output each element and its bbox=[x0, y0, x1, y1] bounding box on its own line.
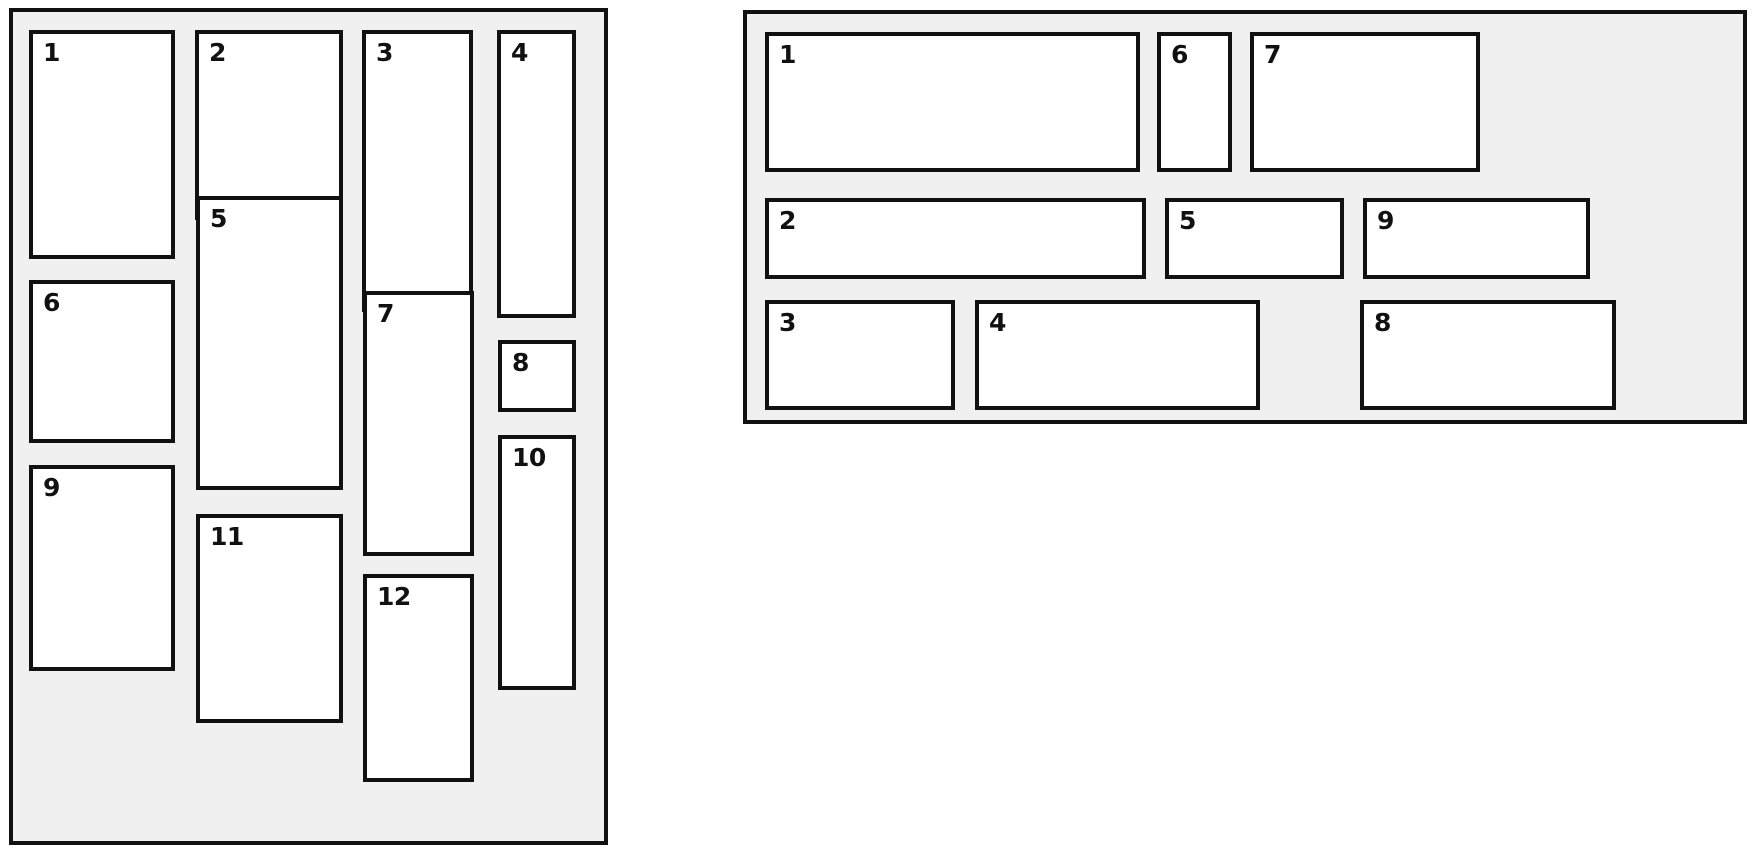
layout-box[interactable]: 3 bbox=[362, 30, 473, 312]
box-number-label: 3 bbox=[779, 308, 796, 337]
layout-box[interactable]: 11 bbox=[196, 514, 343, 723]
box-number-label: 4 bbox=[511, 38, 528, 67]
layout-box[interactable]: 7 bbox=[363, 291, 474, 556]
layout-box[interactable]: 6 bbox=[29, 280, 175, 443]
box-number-label: 9 bbox=[43, 473, 60, 502]
layout-box[interactable]: 3 bbox=[765, 300, 955, 410]
box-number-label: 8 bbox=[512, 348, 529, 377]
layout-box[interactable]: 5 bbox=[196, 196, 343, 490]
box-number-label: 2 bbox=[209, 38, 226, 67]
box-number-label: 3 bbox=[376, 38, 393, 67]
box-number-label: 1 bbox=[779, 40, 796, 69]
box-number-label: 2 bbox=[779, 206, 796, 235]
layout-box[interactable]: 1 bbox=[765, 32, 1140, 172]
box-number-label: 9 bbox=[1377, 206, 1394, 235]
layout-box[interactable]: 4 bbox=[497, 30, 576, 318]
box-number-label: 8 bbox=[1374, 308, 1391, 337]
box-number-label: 5 bbox=[1179, 206, 1196, 235]
box-number-label: 6 bbox=[1171, 40, 1188, 69]
box-number-label: 1 bbox=[43, 38, 60, 67]
box-number-label: 5 bbox=[210, 204, 227, 233]
right-panel: 1 2 3 4 5 6 7 8 9 bbox=[743, 10, 1747, 424]
layout-box[interactable]: 1 bbox=[29, 30, 175, 259]
box-number-label: 12 bbox=[377, 582, 411, 611]
layout-box[interactable]: 7 bbox=[1250, 32, 1480, 172]
layout-box[interactable]: 8 bbox=[1360, 300, 1616, 410]
layout-box[interactable]: 6 bbox=[1157, 32, 1232, 172]
layout-box[interactable]: 8 bbox=[498, 340, 576, 412]
layout-box[interactable]: 2 bbox=[195, 30, 343, 220]
layout-box[interactable]: 5 bbox=[1165, 198, 1344, 279]
box-number-label: 6 bbox=[43, 288, 60, 317]
layout-box[interactable]: 12 bbox=[363, 574, 474, 782]
box-number-label: 7 bbox=[1264, 40, 1281, 69]
box-number-label: 11 bbox=[210, 522, 244, 551]
layout-box[interactable]: 10 bbox=[498, 435, 576, 690]
box-number-label: 7 bbox=[377, 299, 394, 328]
layout-box[interactable]: 2 bbox=[765, 198, 1146, 279]
layout-box[interactable]: 4 bbox=[975, 300, 1260, 410]
box-number-label: 4 bbox=[989, 308, 1006, 337]
box-number-label: 10 bbox=[512, 443, 546, 472]
layout-box[interactable]: 9 bbox=[29, 465, 175, 671]
layout-box[interactable]: 9 bbox=[1363, 198, 1590, 279]
